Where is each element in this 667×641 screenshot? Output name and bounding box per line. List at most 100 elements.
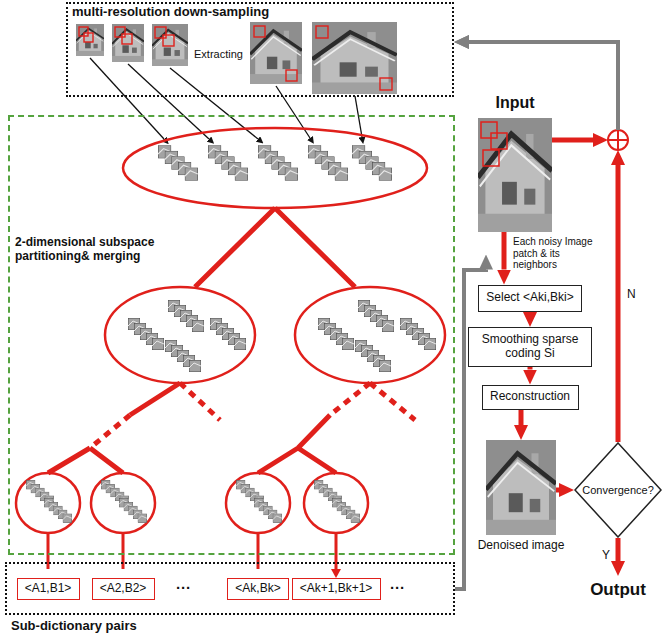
patch-mark [483,150,499,166]
dictionary-pair-box: <A1,B1> [17,578,80,600]
terminal-label: Output [582,576,654,604]
patch-mark [254,26,265,37]
extract-arrow [128,64,209,139]
node-label: 2-dimensional subspace partitioning& mer… [15,236,180,264]
connector-segment [616,165,621,442]
connector-segment [528,309,533,315]
patch-cluster [304,473,368,533]
tree-branch-dashed [90,383,415,448]
connector [504,232,505,270]
connector [530,367,531,370]
ellipsis: ··· [390,579,405,596]
frame-box: <A1,B1><A2,B2><Ak,Bk><Ak+1,Bk+1>Sub-dict… [5,562,455,615]
tree-branch [195,208,355,287]
connector [521,410,522,426]
edge-label: Each noisy Image patch & its neighbors [512,236,604,271]
connector-segment [519,410,524,426]
extract-arrow [276,86,310,138]
decision-diamond: Convergence? [574,442,662,538]
dictionary-pair-box: <A2,B2> [92,578,155,600]
patch-stack [165,340,201,371]
sum-symbol [608,130,628,150]
patch-stack [358,300,394,331]
patch-cluster [123,128,427,208]
patch-stack [258,146,298,181]
annotation: Extracting [194,48,243,61]
image-thumbnail [312,22,397,94]
patch-tree [16,128,445,569]
patch-cluster [16,473,80,533]
connector-segment [469,42,618,130]
connector-segment [552,138,593,143]
node-label: Output [590,580,646,600]
patch-stack [128,318,164,349]
process-box: Reconstruction [482,385,579,410]
connector [556,490,559,491]
image-thumbnail [76,24,104,56]
node-label: Select <Aki,Bki> [486,291,573,305]
image-thumbnail [112,24,144,62]
patch-mark [380,78,392,90]
patch-mark [115,27,125,37]
node-label: Sub-dictionary pairs [11,619,457,634]
noisy-input-image [478,118,552,232]
patch-cluster [226,473,290,533]
connector [469,42,618,442]
node-label: Convergence? [582,484,654,497]
input-image: Input [478,118,552,232]
connector [469,42,618,140]
region-box: 2-dimensional subspace partitioning& mer… [8,115,455,555]
multi-resolution-images [76,22,397,94]
denoised-picture [486,440,556,535]
sum-cross [608,130,628,150]
patch-stack [400,318,436,349]
connector [618,538,619,561]
connector-segment [528,367,533,370]
patch-mark [286,70,297,81]
patch-mark [481,122,497,138]
node-label: <A1,B1> [25,582,72,596]
patch-mark [155,27,166,38]
patch-mark [122,34,132,44]
dictionary-pair-box: <Ak,Bk> [227,578,289,600]
ellipsis: ··· [176,579,191,596]
patch-stack [168,300,204,331]
patch-marks [79,26,392,90]
patch-stack [355,340,391,371]
connector-segment [469,42,618,130]
output-image: Denoised image [486,440,556,535]
node-label: Reconstruction [490,390,570,404]
node-label: <Ak,Bk> [235,582,280,596]
sum-circle [608,130,628,150]
patch-mark [491,133,507,149]
patch-cluster [91,473,155,533]
patch-cluster [295,287,445,383]
extract-arrows [90,58,362,139]
image-thumbnail [250,22,302,84]
edge-label: N [626,288,637,302]
patch-stack [308,146,348,181]
dictionary-pair-box: <Ak+1,Bk+1> [292,578,381,600]
patch-stack [210,318,246,349]
patch-stack [352,146,392,181]
patch-stack [119,498,147,522]
frame-box: multi-resolution down-sampling [66,2,454,97]
patch-stack [254,498,282,522]
connector-segment [556,488,559,493]
patch-mark [316,26,328,38]
process-box: Select <Aki,Bki> [478,285,582,312]
edge-label: Y [601,549,611,563]
diamond-shape [575,443,661,537]
patch-stack [208,146,248,181]
connector-segment [502,232,507,270]
node-label: Input [458,94,572,112]
node-label: Denoised image [466,539,576,553]
patch-stack [318,318,354,349]
process-box: Smoothing sparse coding Si [468,327,592,367]
node-label: Smoothing sparse coding Si [476,333,584,361]
patch-stack [158,146,198,181]
node-label: <A2,B2> [100,582,147,596]
connector-segment [616,538,621,561]
extract-arrow [90,58,164,139]
